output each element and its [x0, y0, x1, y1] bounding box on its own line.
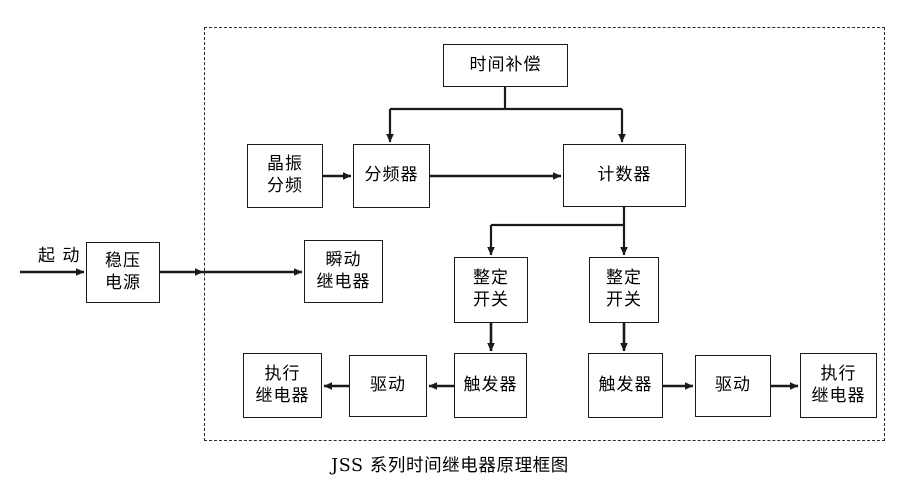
node-regulated-power[interactable]: 稳压 电源	[86, 242, 160, 303]
node-driver-right-line1: 驱动	[715, 375, 751, 396]
node-crystal-divider[interactable]: 晶振 分频	[247, 144, 323, 208]
node-regulated-power-line1: 稳压	[105, 250, 141, 271]
node-regulated-power-line2: 电源	[105, 272, 141, 293]
node-trigger-right-line1: 触发器	[598, 374, 653, 395]
node-trigger-left-line1: 触发器	[463, 374, 518, 395]
node-counter-line1: 计数器	[597, 164, 652, 185]
node-output-relay-left[interactable]: 执行 继电器	[243, 353, 322, 418]
node-setting-switch-left-line2: 开关	[473, 290, 509, 310]
node-driver-right[interactable]: 驱动	[695, 355, 771, 417]
node-trigger-left[interactable]: 触发器	[454, 353, 527, 418]
node-output-relay-left-line2: 继电器	[255, 385, 310, 406]
start-label: 起 动	[38, 245, 80, 267]
node-setting-switch-right[interactable]: 整定 开关	[589, 257, 659, 323]
dashed-enclosure	[204, 27, 885, 441]
node-output-relay-right-line2: 继电器	[811, 385, 866, 406]
figure-caption: JSS 系列时间继电器原理框图	[331, 456, 569, 476]
node-instant-relay[interactable]: 瞬动 继电器	[304, 240, 383, 303]
start-label-line2: 动	[62, 246, 81, 266]
node-driver-left-line1: 驱动	[370, 375, 406, 396]
node-frequency-divider-line1: 分频器	[364, 165, 419, 186]
node-frequency-divider[interactable]: 分频器	[353, 144, 430, 208]
node-crystal-divider-line1: 晶振	[267, 154, 303, 175]
node-output-relay-right[interactable]: 执行 继电器	[800, 353, 877, 418]
node-instant-relay-line2: 继电器	[316, 271, 371, 292]
node-time-compensation[interactable]: 时间补偿	[443, 44, 568, 87]
node-trigger-right[interactable]: 触发器	[588, 353, 663, 418]
node-output-relay-right-line1: 执行	[820, 363, 857, 384]
node-driver-left[interactable]: 驱动	[349, 355, 427, 417]
node-crystal-divider-line2: 分频	[267, 176, 303, 196]
node-setting-switch-left-line1: 整定	[473, 268, 509, 289]
node-setting-switch-right-line2: 开关	[606, 290, 642, 310]
node-setting-switch-left[interactable]: 整定 开关	[454, 257, 528, 323]
node-counter[interactable]: 计数器	[563, 144, 686, 207]
node-time-compensation-line1: 时间补偿	[469, 54, 542, 75]
node-instant-relay-line1: 瞬动	[325, 249, 362, 270]
start-label-line1: 起	[38, 246, 56, 266]
node-output-relay-left-line1: 执行	[264, 363, 301, 384]
node-setting-switch-right-line1: 整定	[606, 268, 642, 289]
